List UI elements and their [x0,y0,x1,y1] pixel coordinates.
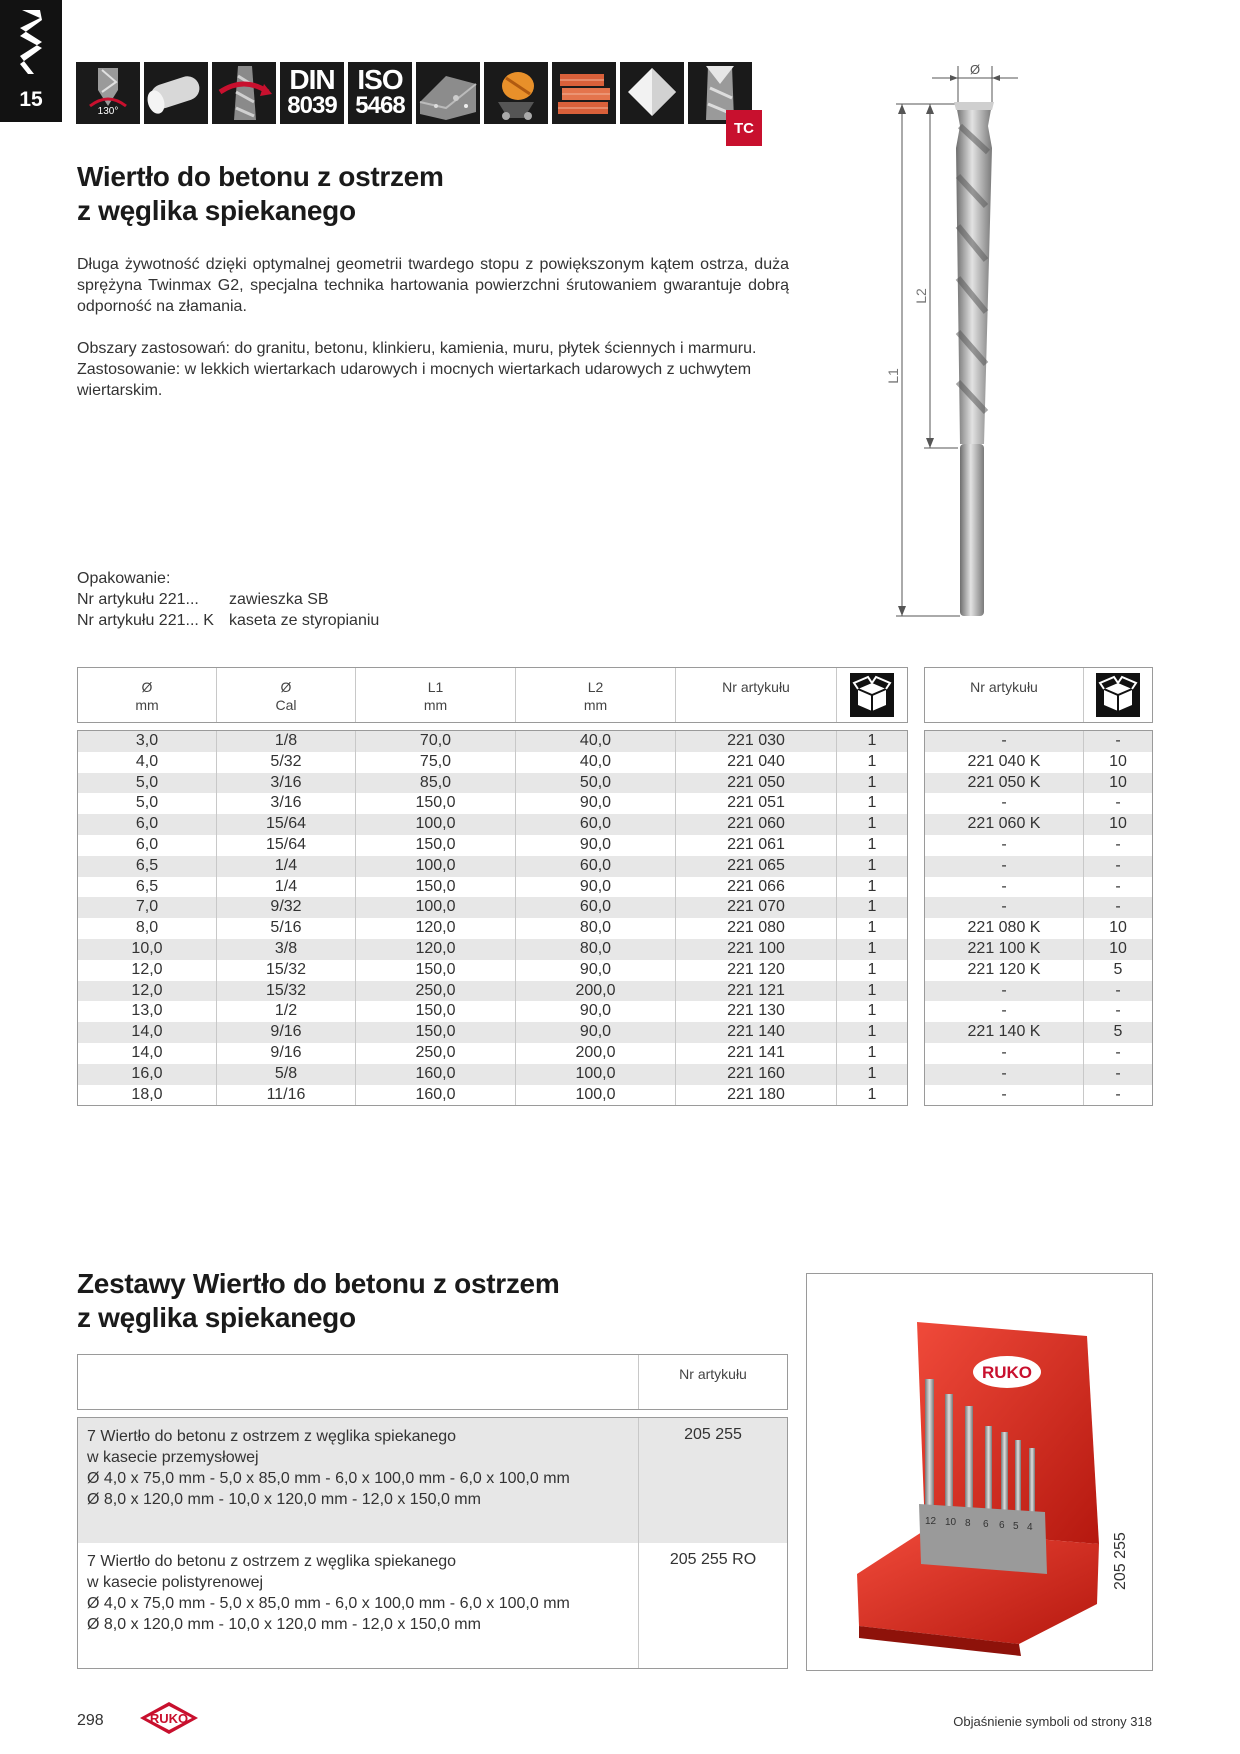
l1-label: L1 [888,368,901,384]
cassette-row: -- [925,980,1152,1002]
svg-text:RUKO: RUKO [150,1711,188,1726]
svg-text:8: 8 [965,1518,971,1529]
diameter-label: Ø [970,62,980,77]
product-title: Wiertło do betonu z ostrzem z węglika sp… [77,161,444,226]
cassette-row: -- [925,1084,1152,1106]
cassette-row: -- [925,855,1152,877]
cassette-row: -- [925,897,1152,919]
photo-article-label: 205 255 [1112,1532,1129,1590]
l2-label: L2 [913,288,929,304]
point-angle-icon: 130° [76,62,140,124]
point-angle-label: 130° [97,106,119,117]
stone-material-icon [416,62,480,124]
tc-badge: TC [726,110,762,146]
sets-title: Zestawy Wiertło do betonu z ostrzem z wę… [77,1268,560,1333]
chapter-tab: 15 [0,0,62,122]
set-row: 7 Wiertło do betonu z ostrzem z węglika … [78,1418,787,1543]
product-applications: Obszary zastosowań: do granitu, betonu, … [77,340,757,399]
ruko-logo: RUKO [140,1702,198,1734]
din-standard-icon: DIN 8039 [280,62,344,124]
rotation-icon [212,62,276,124]
drill-bit-icon [20,10,42,74]
brick-icon [552,62,616,124]
sets-table: Nr artykułu 7 Wiertło do betonu z ostrze… [77,1354,788,1669]
cylindrical-shank-icon [144,62,208,124]
symbols-reference-note: Objaśnienie symboli od strony 318 [953,1714,1152,1729]
cassette-row: -- [925,876,1152,898]
page-number: 298 [77,1712,104,1729]
svg-text:12: 12 [925,1516,937,1527]
cassette-row: -- [925,834,1152,856]
cassette-row: -- [925,1001,1152,1023]
case-brand-label: RUKO [982,1363,1032,1382]
cassette-row: -- [925,1042,1152,1064]
svg-text:6: 6 [999,1520,1005,1531]
svg-text:10: 10 [945,1517,957,1528]
svg-text:5: 5 [1013,1521,1019,1532]
symbol-strip: 130° DIN 8039 ISO 5468 [76,62,752,124]
drill-dimension-drawing: Ø L1 L2 [888,62,1018,617]
package-box-icon [1096,673,1140,717]
cassette-table-header: Nr artykułu [924,667,1153,723]
tile-icon [620,62,684,124]
chapter-number: 15 [19,88,43,111]
drill-set-photo: RUKO 12 10 8 6 6 5 4 [806,1273,1153,1671]
cassette-row: -- [925,793,1152,815]
cassette-row: -- [925,731,1152,752]
set-row: 7 Wiertło do betonu z ostrzem z węglika … [78,1543,787,1668]
svg-text:4: 4 [1027,1522,1033,1533]
svg-text:6: 6 [983,1519,989,1530]
packaging-info: Opakowanie: Nr artykułu 221...zawieszka … [77,570,380,629]
concrete-mixer-icon [484,62,548,124]
cassette-row: -- [925,1063,1152,1085]
sets-table-header: Nr artykułu [77,1354,788,1410]
product-description: Długa żywotność dzięki optymalnej geomet… [77,256,789,315]
packaging-heading: Opakowanie: [77,570,171,587]
package-box-icon [850,673,894,717]
iso-standard-icon: ISO 5468 [348,62,412,124]
